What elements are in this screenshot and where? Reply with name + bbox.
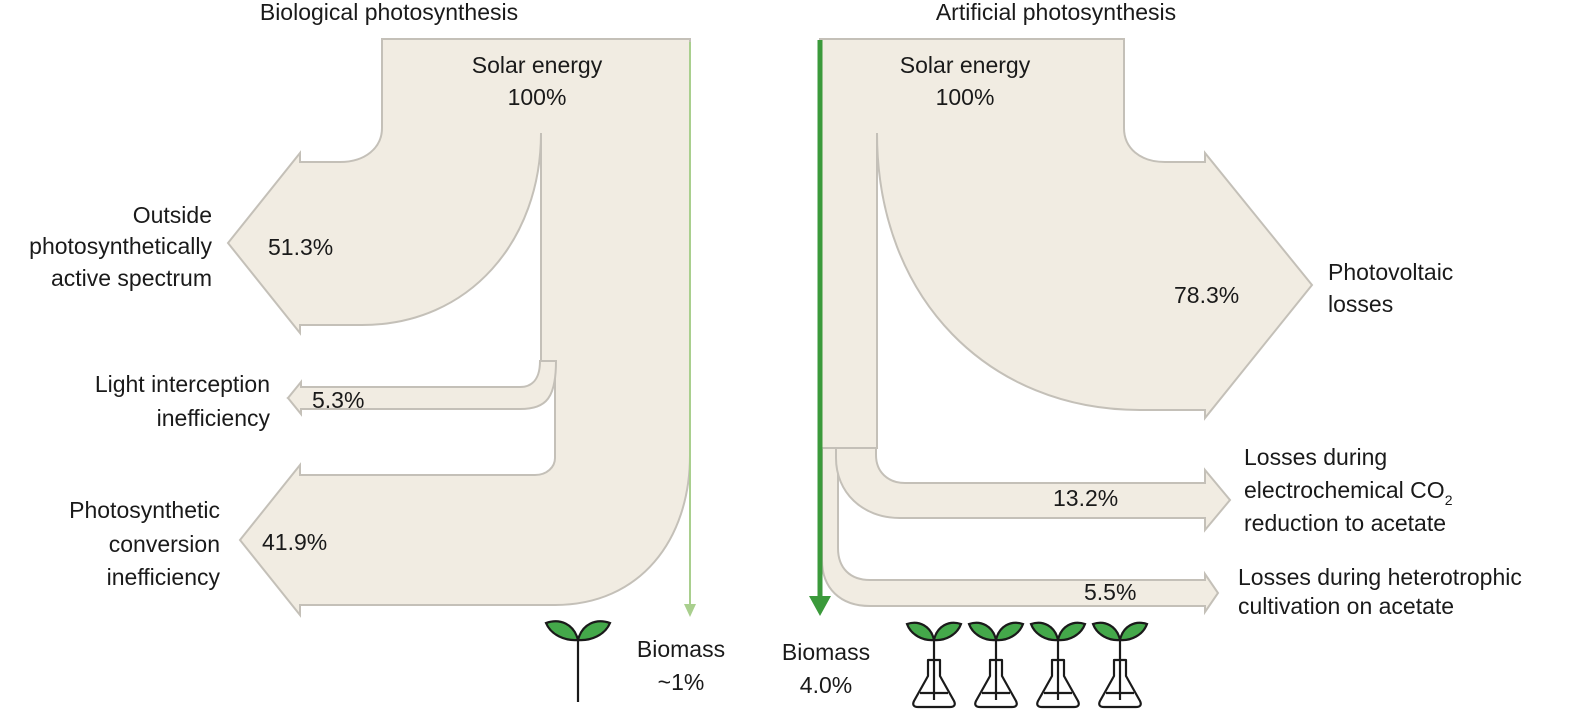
art-solar-flow <box>819 38 1314 449</box>
bio-conversion-value: 41.9% <box>262 529 327 555</box>
art-solar-value: 100% <box>936 84 995 110</box>
sprout-in-flask-icon <box>905 621 963 709</box>
sprout-in-flask-icon <box>967 621 1025 709</box>
sprout-icon <box>544 620 612 702</box>
bio-light-label-1: Light interception <box>95 371 270 397</box>
bio-outside-label-2: photosynthetically <box>29 233 212 259</box>
bio-light-label-2: inefficiency <box>157 405 271 431</box>
bio-outside-value: 51.3% <box>268 234 333 260</box>
art-electro-value: 13.2% <box>1053 485 1118 511</box>
bio-solar-value: 100% <box>508 84 567 110</box>
bio-outside-label-3: active spectrum <box>51 265 212 291</box>
art-biomass-value: 4.0% <box>800 672 852 698</box>
art-pv-label-2: losses <box>1328 291 1393 317</box>
bio-biomass-value: ~1% <box>658 669 705 695</box>
sprout-in-flask-icon <box>1091 621 1149 709</box>
art-electro-label-3: reduction to acetate <box>1244 510 1446 536</box>
art-hetero-arrow <box>821 439 1220 616</box>
bio-title: Biological photosynthesis <box>260 0 518 25</box>
bio-outside-label-1: Outside <box>133 202 212 228</box>
bio-biomass-arrowhead <box>684 604 696 617</box>
art-solar-label: Solar energy <box>900 52 1031 78</box>
art-pv-value: 78.3% <box>1174 282 1239 308</box>
bio-light-arrow <box>286 360 558 417</box>
art-hetero-value: 5.5% <box>1084 579 1136 605</box>
art-biomass-arrowhead <box>809 596 831 616</box>
sprout-in-flask-icon <box>1029 621 1087 709</box>
bio-conversion-label-1: Photosynthetic <box>69 497 220 523</box>
art-pv-label-1: Photovoltaic <box>1328 259 1453 285</box>
bio-solar-label: Solar energy <box>472 52 603 78</box>
bio-conversion-label-3: inefficiency <box>107 564 221 590</box>
art-electro-label-2: electrochemical CO2 <box>1244 477 1453 508</box>
bio-biomass-label: Biomass <box>637 636 725 662</box>
art-biomass-label: Biomass <box>782 639 870 665</box>
sprout-in-flask-icons <box>905 621 1149 709</box>
art-title: Artificial photosynthesis <box>936 0 1176 25</box>
art-hetero-label-1: Losses during heterotrophic <box>1238 564 1522 590</box>
art-electro-label-1: Losses during <box>1244 444 1387 470</box>
art-electro-arrow <box>835 439 1232 533</box>
bio-conversion-label-2: conversion <box>109 531 220 557</box>
art-hetero-label-2: cultivation on acetate <box>1238 593 1454 619</box>
bio-light-value: 5.3% <box>312 387 364 413</box>
